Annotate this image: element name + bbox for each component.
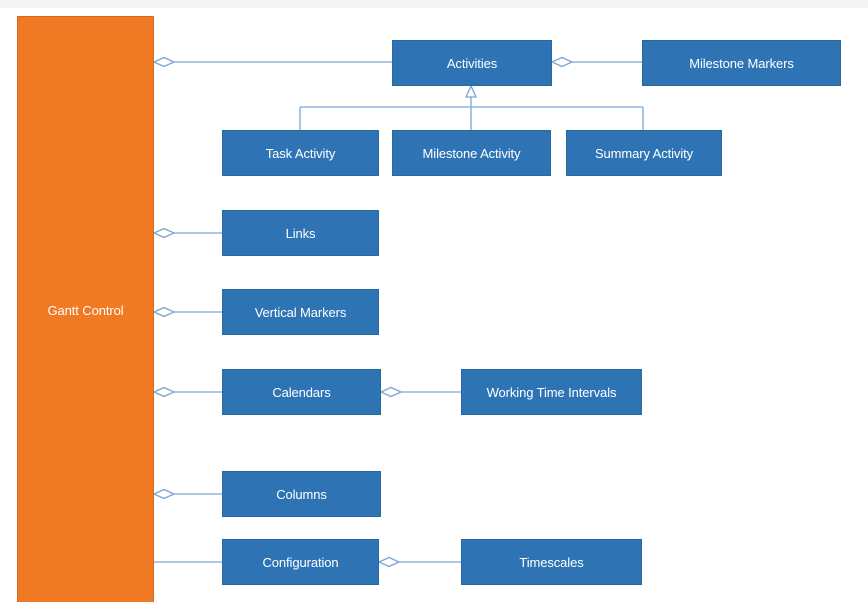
summary-activity-box: Summary Activity: [566, 130, 722, 176]
milestone-markers-box: Milestone Markers: [642, 40, 841, 86]
gantt-control-container: Gantt Control: [17, 16, 154, 602]
timescales-label: Timescales: [519, 554, 584, 570]
columns-box: Columns: [222, 471, 381, 517]
configuration-label: Configuration: [262, 554, 339, 570]
vertical-markers-label: Vertical Markers: [254, 304, 347, 320]
aggregation-diamond-working-time: [379, 386, 403, 398]
columns-label: Columns: [276, 486, 327, 502]
activities-label: Activities: [446, 55, 498, 71]
gantt-control-label: Gantt Control: [47, 302, 124, 318]
task-activity-box: Task Activity: [222, 130, 379, 176]
milestone-activity-box: Milestone Activity: [392, 130, 551, 176]
calendars-label: Calendars: [272, 384, 331, 400]
timescales-box: Timescales: [461, 539, 642, 585]
milestone-activity-label: Milestone Activity: [422, 145, 521, 161]
generalization-arrowhead: [464, 84, 478, 98]
aggregation-diamond-vertical-markers: [152, 306, 176, 318]
aggregation-diamond-columns: [152, 488, 176, 500]
aggregation-diamond-calendars: [152, 386, 176, 398]
aggregation-diamond-timescales: [377, 556, 401, 568]
working-time-intervals-label: Working Time Intervals: [486, 384, 617, 400]
calendars-box: Calendars: [222, 369, 381, 415]
configuration-box: Configuration: [222, 539, 379, 585]
summary-activity-label: Summary Activity: [594, 145, 694, 161]
vertical-markers-box: Vertical Markers: [222, 289, 379, 335]
aggregation-diamond-activities: [152, 56, 176, 68]
links-label: Links: [285, 225, 316, 241]
milestone-markers-label: Milestone Markers: [689, 55, 794, 71]
aggregation-diamond-links: [152, 227, 176, 239]
top-strip: [0, 0, 868, 8]
activities-box: Activities: [392, 40, 552, 86]
task-activity-label: Task Activity: [265, 145, 336, 161]
working-time-intervals-box: Working Time Intervals: [461, 369, 642, 415]
aggregation-diamond-milestone-markers: [550, 56, 574, 68]
links-box: Links: [222, 210, 379, 256]
